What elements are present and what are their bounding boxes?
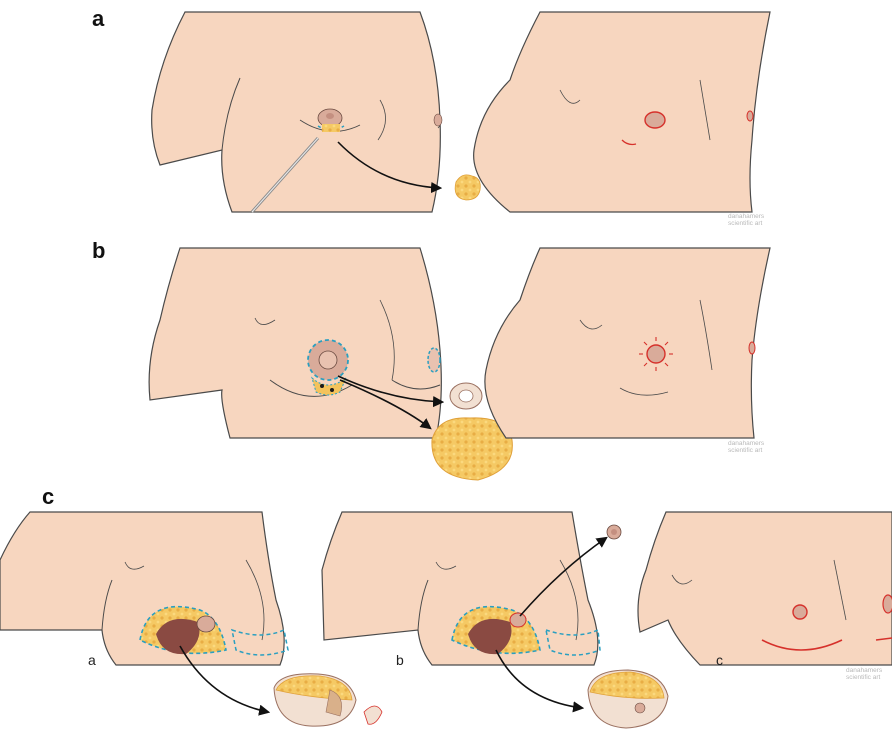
panel-a-excised-fat <box>455 175 480 200</box>
panel-a <box>152 12 770 212</box>
panel-b-credit-line1: danahamers <box>728 440 764 447</box>
panel-b-credit-line2: scientific art <box>728 447 764 454</box>
panel-c <box>0 512 892 728</box>
panel-c-sub-label-b: b <box>396 652 404 668</box>
panel-c-b-nac-graft <box>607 525 621 539</box>
panel-b-after-torso <box>485 248 770 438</box>
panel-c-a-torso <box>0 512 284 665</box>
panel-c-label: c <box>42 484 54 510</box>
panel-c-credit: danahamers scientific art <box>846 667 882 681</box>
panel-c-a-excised-specimen <box>274 674 382 726</box>
panel-c-credit-line2: scientific art <box>846 674 882 681</box>
panel-b-before-torso <box>149 248 441 438</box>
panel-b-excised-skin-ring <box>450 383 482 409</box>
panel-c-sub-label-c: c <box>716 652 723 668</box>
panel-a-after-torso <box>474 12 770 212</box>
panel-a-credit-line1: danahamers <box>728 213 764 220</box>
panel-b-label: b <box>92 238 105 264</box>
panel-a-before-torso <box>152 12 441 212</box>
panel-a-label: a <box>92 6 104 32</box>
panel-b <box>149 248 770 480</box>
panel-c-sub-label-a: a <box>88 652 96 668</box>
panel-c-b-excised-specimen <box>588 670 668 728</box>
panel-b-credit: danahamers scientific art <box>728 440 764 454</box>
panel-a-credit-line2: scientific art <box>728 220 764 227</box>
panel-a-credit: danahamers scientific art <box>728 213 764 227</box>
panel-c-c-torso <box>638 512 892 665</box>
panel-c-credit-line1: danahamers <box>846 667 882 674</box>
